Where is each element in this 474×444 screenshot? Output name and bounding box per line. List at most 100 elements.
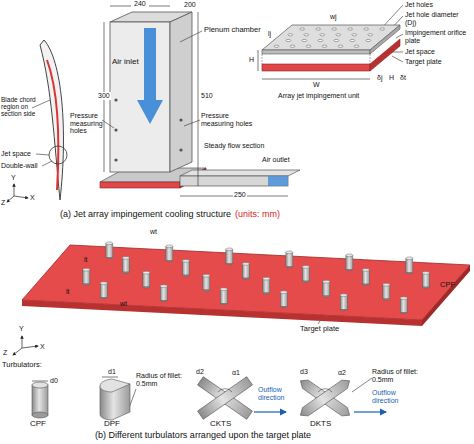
dpf-turbulator xyxy=(100,379,130,420)
array-jet-unit xyxy=(262,25,400,71)
cpf-turbulator xyxy=(32,382,48,418)
jet-hole xyxy=(364,28,369,30)
jet-hole xyxy=(334,39,339,41)
annotation-label: Double-wall xyxy=(1,162,38,170)
pin-fin xyxy=(383,283,390,286)
jet-hole xyxy=(320,34,325,36)
plenum-chamber xyxy=(110,22,170,172)
array-jet-unit xyxy=(262,64,370,71)
pin-fin xyxy=(160,286,167,300)
pin-fin xyxy=(340,294,347,297)
jet-hole xyxy=(302,39,307,41)
pin-fin xyxy=(400,297,407,300)
steady-flow-section xyxy=(268,176,288,186)
axis-triad xyxy=(22,346,38,348)
annotation-label: δj xyxy=(377,74,382,82)
annotation-label: d2 xyxy=(196,368,204,376)
axis-triad xyxy=(7,184,28,202)
pin-fin xyxy=(286,251,293,254)
plenum-chamber xyxy=(114,98,117,101)
leader-line xyxy=(102,120,114,128)
jet-hole xyxy=(332,28,337,30)
annotation-label: Radius of fillet: 0.5mm xyxy=(372,368,432,383)
annotation-label: d0 xyxy=(50,377,58,385)
annotation-label: CKTS xyxy=(210,420,231,429)
plenum-chamber xyxy=(179,118,182,121)
annotation-label: Array jet impingement unit xyxy=(278,92,359,100)
pin-fin xyxy=(83,270,90,284)
blade-section xyxy=(40,40,67,200)
pin-fin xyxy=(302,266,309,269)
annotation-label: δt xyxy=(400,74,406,82)
annotation-label: Radius of fillet: 0.5mm xyxy=(136,372,192,387)
jet-hole xyxy=(380,28,385,30)
pin-fin xyxy=(226,248,233,251)
pin-fin xyxy=(406,258,413,272)
jet-hole xyxy=(286,39,291,41)
pin-fin xyxy=(203,276,210,290)
pin-fin xyxy=(406,257,413,260)
dkts-turbulator xyxy=(298,377,353,420)
pin-fin xyxy=(83,268,90,271)
array-jet-unit xyxy=(370,54,371,64)
annotation-label: Y xyxy=(11,174,16,182)
annotation-label: Outflow direction xyxy=(258,386,302,401)
pin-fin xyxy=(220,288,227,291)
annotation-label: Target plate xyxy=(405,58,442,66)
annotation-label: W xyxy=(313,81,320,89)
target-plate xyxy=(22,242,470,326)
leader-line xyxy=(352,378,372,392)
axis-triad xyxy=(14,196,28,198)
jet-hole xyxy=(368,34,373,36)
annotation-label: CPF xyxy=(30,420,46,429)
pin-fin xyxy=(242,263,249,266)
dkts-turbulator xyxy=(298,377,353,420)
annotation-label: H xyxy=(249,56,254,64)
impingement-base xyxy=(100,182,180,188)
annotation-label: 240 xyxy=(134,0,146,8)
plenum-chamber xyxy=(110,12,192,172)
annotation-label: Air outlet xyxy=(262,156,290,164)
pin-fin xyxy=(122,257,129,260)
pin-fin xyxy=(323,282,330,296)
jet-hole xyxy=(316,28,321,30)
figure-caption: (b) Different turbulators arranged upon … xyxy=(95,431,311,441)
pin-fin xyxy=(362,270,369,284)
dimension-line xyxy=(110,6,131,7)
axis-triad xyxy=(7,196,14,202)
plenum-chamber xyxy=(137,28,163,124)
pin-fin xyxy=(263,279,270,293)
annotation-label: Pressure measuring holes xyxy=(201,112,259,127)
axis-triad xyxy=(22,336,23,348)
annotation-label: Z xyxy=(1,199,5,207)
annotation-label: d3 xyxy=(300,368,308,376)
jet-hole xyxy=(366,39,371,41)
plenum-chamber xyxy=(114,158,117,161)
annotation-label: Jet space xyxy=(405,48,435,56)
array-jet-unit xyxy=(262,50,370,54)
plenum-chamber xyxy=(114,128,117,131)
annotation-label: α2 xyxy=(338,369,346,377)
annotation-label: 510 xyxy=(201,92,213,100)
pin-fin xyxy=(160,285,167,288)
jet-hole xyxy=(288,34,293,36)
pin-fin xyxy=(422,273,429,287)
cpf-turbulator xyxy=(32,412,48,418)
leader-line xyxy=(36,154,49,155)
pin-fin xyxy=(226,249,233,263)
pin-fin xyxy=(362,269,369,272)
pin-fin xyxy=(203,274,210,277)
annotation-label: CPF xyxy=(440,281,455,289)
pin-fin xyxy=(346,255,353,269)
jet-hole xyxy=(290,45,295,47)
pin-fin xyxy=(182,260,189,263)
jet-hole xyxy=(306,45,311,47)
pin-fin xyxy=(100,282,107,285)
annotation-label: lj xyxy=(268,30,271,38)
ckts-turbulator xyxy=(198,377,253,420)
leader-line xyxy=(42,161,52,166)
ckts-turbulator xyxy=(198,377,253,420)
dpf-turbulator xyxy=(100,379,130,392)
annotation-label: α1 xyxy=(232,369,240,377)
leader-line xyxy=(102,5,438,408)
